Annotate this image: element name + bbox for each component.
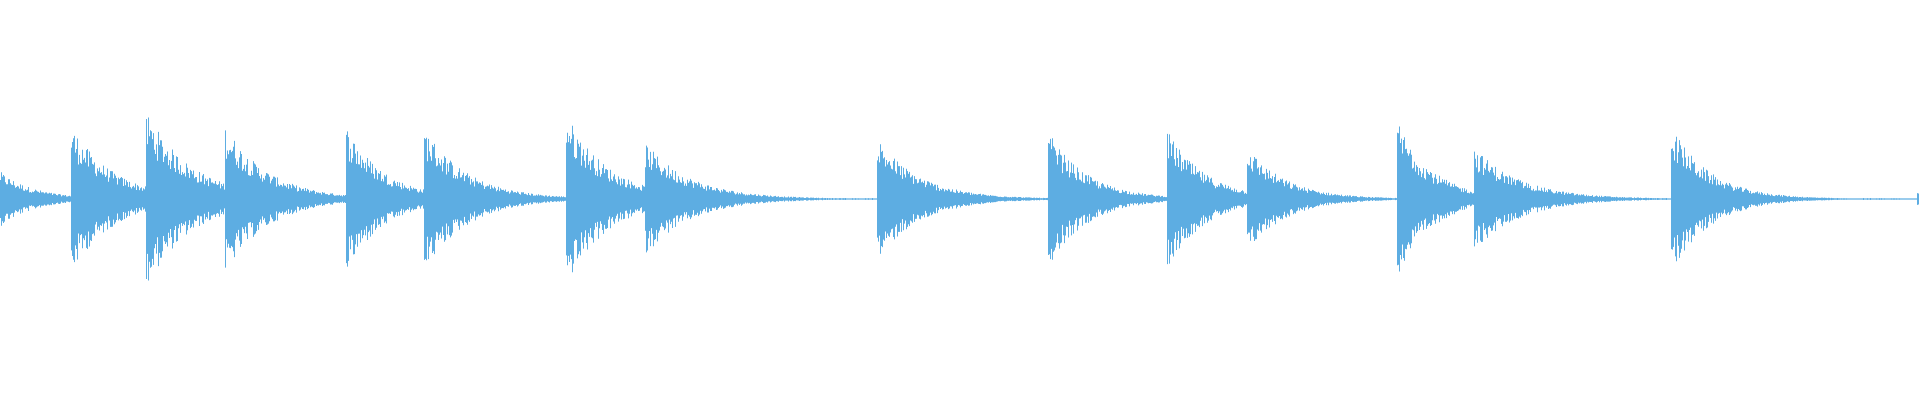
waveform-trace bbox=[0, 117, 1919, 281]
